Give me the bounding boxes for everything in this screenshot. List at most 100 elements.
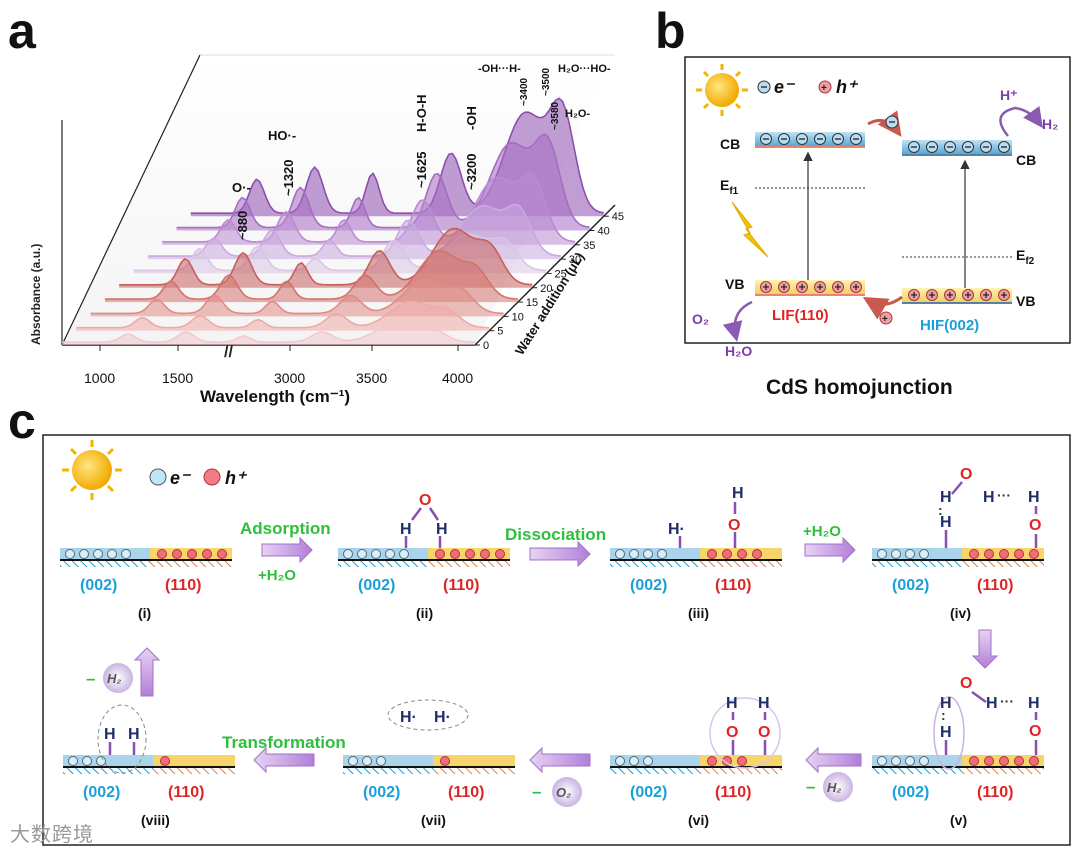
- bond: [951, 481, 963, 495]
- hatch-110: [700, 561, 782, 567]
- x-tick-label: 4000: [442, 370, 473, 386]
- process-arrow-vertical: [133, 647, 161, 697]
- atom-O: O: [419, 492, 431, 509]
- electron-dot: [93, 549, 103, 559]
- hole-dot: [465, 549, 475, 559]
- z-tick-label: 15: [526, 297, 538, 309]
- facet-and-stage-labels: (002)(110)(i)(002)(110)(ii)(002)(110)(ii…: [80, 577, 1013, 828]
- z-tick-label: 25: [555, 268, 567, 280]
- process-arrows: [133, 536, 999, 774]
- electron-dot: [657, 549, 667, 559]
- facet-110-label: (110): [977, 784, 1013, 801]
- electron-dot: [891, 549, 901, 559]
- atom-O: O: [1029, 517, 1041, 534]
- atom-H: H: [758, 695, 770, 712]
- step-plus-h2o-2: +H₂O: [803, 523, 841, 540]
- ridge-line-9: [190, 97, 604, 214]
- hole-dot: [984, 756, 994, 766]
- hole-dot: [707, 549, 717, 559]
- ridge-line-7: [162, 172, 576, 243]
- hole-dot: [160, 756, 170, 766]
- facet-002-label: (002): [630, 577, 667, 594]
- ann-h2o-wn: ~3580: [550, 101, 561, 130]
- minus-h2-viii: –: [86, 669, 95, 688]
- hole-dot: [1014, 549, 1024, 559]
- facet-002-label: (002): [892, 577, 929, 594]
- h2o-label: H₂O: [725, 343, 752, 359]
- atom-H: H: [940, 489, 952, 506]
- electron-dot: [629, 756, 639, 766]
- atom-O: O: [728, 517, 740, 534]
- legend-hole-icon-c: [203, 468, 221, 486]
- electron-dot: [629, 549, 639, 559]
- panel-c-letter: c: [8, 393, 36, 449]
- hole-dot: [722, 549, 732, 559]
- stage-label: (iv): [950, 605, 971, 621]
- hatch-110: [962, 768, 1044, 774]
- panel-c-frame: [42, 434, 1071, 846]
- minus-h2-v: –: [806, 777, 815, 796]
- h2-label: H₂: [1042, 116, 1058, 132]
- electron-dot: [343, 549, 353, 559]
- electron-dot: [107, 549, 117, 559]
- facet-002-label: (002): [80, 577, 117, 594]
- atom-H: H: [1028, 695, 1040, 712]
- bond: [428, 507, 440, 521]
- electron-dot: [905, 756, 915, 766]
- x-tick-label: 1500: [162, 370, 193, 386]
- legend-hole-icon: [818, 80, 832, 94]
- y-axis-label: Absorbance (a.u.): [29, 244, 43, 345]
- ann-o-rad: O·-: [232, 180, 251, 195]
- atom-H: H: [436, 521, 448, 538]
- hole-dot: [999, 756, 1009, 766]
- electron-dot: [891, 756, 901, 766]
- hole-dot: [435, 549, 445, 559]
- electron-dot: [82, 756, 92, 766]
- vb-left-holes: [760, 281, 862, 293]
- atom-H: H: [940, 514, 952, 531]
- hole-dot: [172, 549, 182, 559]
- hbond-dots: :: [941, 707, 946, 723]
- ridge-line-0: [62, 323, 475, 343]
- bond: [971, 690, 987, 704]
- facet-110-label: (110): [448, 784, 484, 801]
- hatch-002: [338, 561, 428, 567]
- hole-transfer-arrow: [862, 295, 903, 320]
- hole-dot: [217, 549, 227, 559]
- facet-002-label: (002): [892, 784, 929, 801]
- h-pair-cloud: [97, 704, 147, 774]
- hole-dot: [999, 549, 1009, 559]
- hatch-002: [610, 768, 700, 774]
- ann-h2o-ho-wn: ~3500: [541, 67, 552, 96]
- hole-dot: [737, 756, 747, 766]
- ridge-line-2: [90, 278, 504, 315]
- electron-dot: [643, 756, 653, 766]
- svg-text:H₂: H₂: [107, 671, 121, 686]
- ridge-line-5: [133, 233, 547, 272]
- electron-dot: [65, 549, 75, 559]
- hbond-dots: ···: [997, 487, 1011, 503]
- cb-left-electrons: [760, 133, 862, 145]
- atom-O: O: [726, 724, 738, 741]
- ridge-line-6: [147, 203, 561, 257]
- svg-text:O₂: O₂: [556, 785, 571, 800]
- facet-110-band: [433, 755, 515, 767]
- electron-dot: [376, 756, 386, 766]
- atom-H: H: [986, 695, 998, 712]
- hif-label: HIF(002): [920, 317, 979, 334]
- vb-left-label: VB: [725, 276, 744, 292]
- ann-ho-rad: HO·-: [268, 128, 296, 143]
- electron-dot: [615, 549, 625, 559]
- hole-dot: [969, 549, 979, 559]
- electron-dot: [877, 756, 887, 766]
- lif-label: LIF(110): [772, 307, 829, 324]
- stage-label: (vii): [421, 812, 446, 828]
- facet-110-label: (110): [715, 577, 751, 594]
- hole-dot: [187, 549, 197, 559]
- ann-o-rad-wn: ~880: [235, 211, 250, 240]
- ann-ho-rad-wn: ~1320: [281, 159, 296, 196]
- facet-002-label: (002): [363, 784, 400, 801]
- atom-H: H: [983, 489, 995, 506]
